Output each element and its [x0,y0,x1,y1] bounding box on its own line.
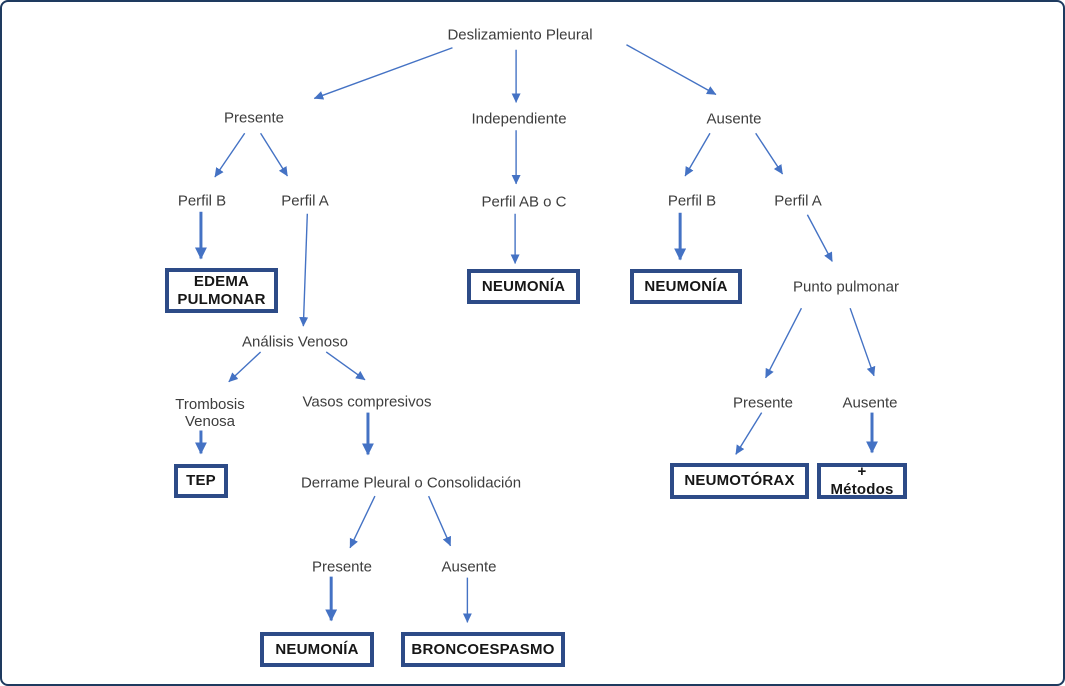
node-analisis-venoso: Análisis Venoso [242,333,348,351]
node-independiente: Independiente [471,110,567,128]
edge-ausente-perfilb-right [684,132,711,177]
edge-analisis-trombosis [228,351,262,383]
outcome-box-neumonia-mid: NEUMONÍA [467,269,580,304]
edge-presente-perfila-left [260,132,289,177]
edge-derrame-presente [349,495,376,549]
node-presente-level1: Presente [223,109,285,127]
edge-presente-perfilb-left [214,132,246,178]
node-deslizamiento-pleural: Deslizamiento Pleural [447,26,593,44]
edge-root-presente [313,47,453,100]
node-ausente-punto: Ausente [842,394,898,412]
edge-derrame-ausente [427,495,452,547]
node-punto-pulmonar: Punto pulmonar [793,278,899,296]
edge-ausente-perfila-right [755,132,784,175]
edge-perfila-right-punto [806,214,833,262]
edge-punto-presente [765,307,803,379]
node-vasos-compresivos: Vasos compresivos [302,393,432,411]
outcome-box-edema-pulmonar: EDEMA PULMONAR [165,268,278,313]
outcome-box-neumonia-bottom: NEUMONÍA [260,632,374,667]
outcome-box-mas-metodos: + Métodos [817,463,907,499]
outcome-box-neumonia-right: NEUMONÍA [630,269,742,304]
node-derrame-pleural-o-consolidacion: Derrame Pleural o Consolidación [300,474,522,492]
node-ausente-derrame: Ausente [441,558,497,576]
node-perfil-a-left: Perfil A [281,192,329,210]
node-perfil-b-right: Perfil B [667,192,717,210]
node-trombosis-venosa: Trombosis Venosa [175,395,245,430]
node-presente-derrame: Presente [311,558,373,576]
node-perfil-b-left: Perfil B [177,192,227,210]
outcome-box-broncoespasmo: BRONCOESPASMO [401,632,565,667]
edge-perfila-left-analisis [299,213,309,327]
node-presente-punto: Presente [732,394,794,412]
node-perfil-ab-o-c: Perfil AB o C [481,193,567,211]
edge-punto-ausente [849,307,876,377]
outcome-box-neumotorax: NEUMOTÓRAX [670,463,809,499]
edge-root-ausente [626,44,717,96]
edge-presente-neumotorax [735,412,763,455]
edge-analisis-vasos [325,351,366,381]
node-perfil-a-right: Perfil A [774,192,822,210]
outcome-box-tep: TEP [174,464,228,498]
node-ausente-level1: Ausente [706,110,762,128]
